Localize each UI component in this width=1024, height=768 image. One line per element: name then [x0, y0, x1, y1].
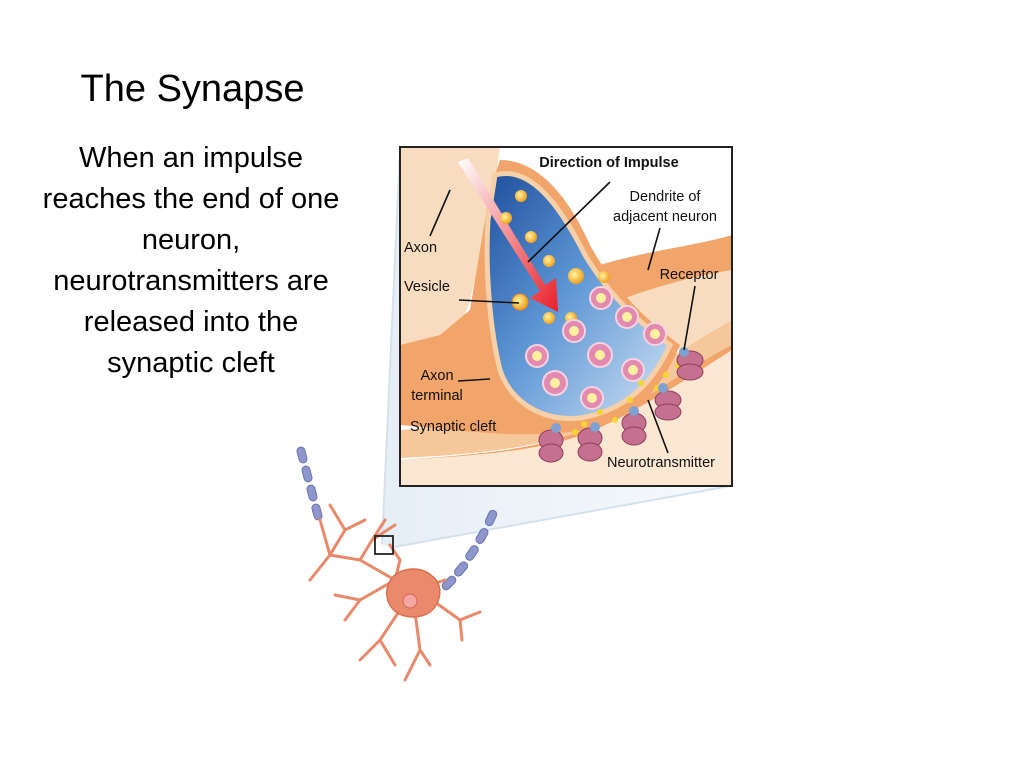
myelin-sheath-left	[296, 446, 323, 521]
axon-shape	[400, 147, 500, 345]
synapse-inset: Direction of Impulse Dendrite of adjacen…	[399, 146, 733, 487]
myelin-sheath-right	[441, 509, 498, 591]
neuron-dendrites	[308, 503, 482, 682]
axon-terminal-label-line1: Axon	[420, 368, 453, 384]
magnify-marker	[374, 535, 394, 555]
cell-nucleus	[402, 593, 418, 609]
receptors	[538, 347, 704, 463]
body-line: released into the	[83, 306, 299, 338]
synaptic-cleft-label: Synaptic cleft	[410, 419, 496, 435]
inset-frame	[399, 146, 733, 487]
receptor-label: Receptor	[660, 267, 719, 283]
leader-lines	[429, 181, 696, 454]
body-text: When an impulse reaches the end of one n…	[8, 138, 374, 384]
dendrite-label-line1: Dendrite of	[630, 189, 702, 205]
body-line: When an impulse	[78, 142, 304, 174]
vesicle-label: Vesicle	[404, 279, 450, 295]
magnify-beam-edge	[393, 485, 731, 548]
body-line: neurotransmitters are	[53, 265, 329, 297]
body-line: synaptic cleft	[107, 347, 275, 379]
dendrite-label-line2: adjacent neuron	[613, 209, 717, 225]
axon-label: Axon	[404, 240, 437, 256]
lower-tissue	[400, 350, 732, 486]
vesicles	[525, 286, 667, 410]
slide-title: The Synapse	[80, 68, 305, 110]
body-line: neuron,	[141, 224, 241, 256]
magnify-beam	[382, 147, 732, 548]
body-line: reaches the end of one	[42, 183, 340, 215]
magnify-beam-edge	[381, 149, 401, 545]
released-neurotransmitters	[572, 363, 681, 435]
direction-label: Direction of Impulse	[539, 155, 678, 171]
neuron-drawing	[296, 446, 498, 682]
cell-body	[386, 568, 441, 618]
impulse-arrow	[458, 158, 558, 312]
axon-terminal-label-line2: terminal	[411, 388, 463, 404]
neurotransmitter-label: Neurotransmitter	[607, 455, 715, 471]
